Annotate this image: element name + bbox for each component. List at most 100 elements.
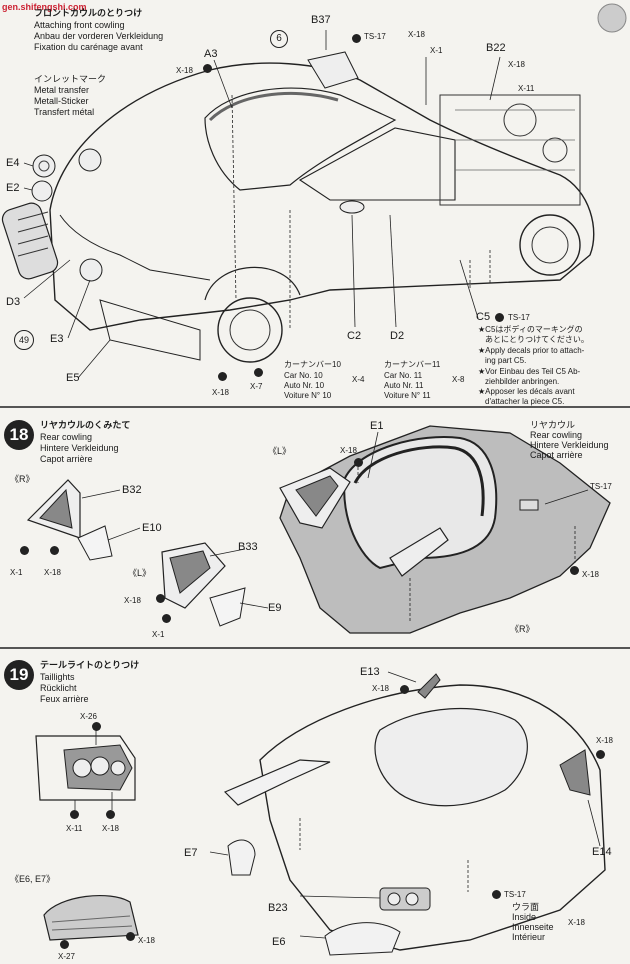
part-x18-d: X-18 xyxy=(138,936,155,945)
part-c2: C2 xyxy=(347,330,362,342)
note-line: ing part C5. xyxy=(485,356,527,365)
screw-icon xyxy=(106,810,115,819)
part-x18-top: X-18 xyxy=(408,30,425,39)
inside-label-de: Innenseite xyxy=(512,922,554,932)
part-x18-right: X-18 xyxy=(508,60,525,69)
step-19-title-fr: Feux arrière xyxy=(40,694,89,704)
car-number-11-qty: X-8 xyxy=(452,375,465,384)
part-x1-b: X-1 xyxy=(152,630,165,639)
step-reference-49: 49 xyxy=(14,330,34,350)
part-x18-b: X-18 xyxy=(372,684,389,693)
part-x18-a: X-18 xyxy=(44,568,61,577)
screw-icon xyxy=(492,890,501,899)
note-line: ziehbilder anbringen. xyxy=(485,377,560,386)
car-number-10-en: Car No. 10 xyxy=(284,371,323,380)
part-x26: X-26 xyxy=(80,712,97,721)
part-e2: E2 xyxy=(6,182,20,194)
part-x7-bottom: X-7 xyxy=(250,382,263,391)
screw-icon xyxy=(70,810,79,819)
screw-icon xyxy=(254,368,263,377)
side-right-label-2: 《R》 xyxy=(510,624,535,634)
step-18-title-en: Rear cowling xyxy=(40,432,93,442)
inlet-mark-jp: インレットマーク xyxy=(34,74,107,84)
front-cowling-drawing xyxy=(1,3,627,379)
part-e9: E9 xyxy=(268,602,282,614)
step-18-title-de: Hintere Verkleidung xyxy=(40,443,119,453)
rear-cowling-callout-en: Rear cowling xyxy=(530,430,583,440)
car-number-10-jp: カーナンバー10 xyxy=(284,360,341,369)
part-x1-a: X-1 xyxy=(10,568,23,577)
car-number-10-de: Auto Nr. 10 xyxy=(284,381,325,390)
part-ts17: TS-17 xyxy=(590,482,612,491)
step-17-title-de: Anbau der vorderen Verkleidung xyxy=(34,31,164,41)
step-19-number: 19 xyxy=(4,660,34,690)
part-b23: B23 xyxy=(268,902,288,914)
rear-cowling-callout-de: Hintere Verkleidung xyxy=(530,440,609,450)
screw-icon xyxy=(218,372,227,381)
part-b37: B37 xyxy=(311,14,331,26)
side-right-label: 《R》 xyxy=(10,474,35,484)
screw-icon xyxy=(596,750,605,759)
step-17-title-fr: Fixation du carénage avant xyxy=(34,42,143,52)
screw-icon xyxy=(92,722,101,731)
part-x11-right: X-11 xyxy=(518,84,535,93)
note-line: あとにとりつけてください。 xyxy=(485,335,589,344)
part-x18-c: X-18 xyxy=(340,446,357,455)
rear-cowling-drawing xyxy=(26,425,611,634)
part-e3: E3 xyxy=(50,333,64,345)
inlet-mark-en: Metal transfer xyxy=(34,85,90,95)
part-b33: B33 xyxy=(238,541,258,553)
screw-icon xyxy=(203,64,212,73)
section-divider xyxy=(0,647,630,649)
screw-icon xyxy=(50,546,59,555)
inside-label-fr: Intérieur xyxy=(512,932,546,942)
step-18-number: 18 xyxy=(4,420,34,450)
screw-icon xyxy=(570,566,579,575)
part-b32: B32 xyxy=(122,484,142,496)
part-x18-inside: X-18 xyxy=(568,918,585,927)
part-e7: E7 xyxy=(184,847,198,859)
note-line: d'attacher la piece C5. xyxy=(485,397,565,406)
car-number-11-fr: Voiture N° 11 xyxy=(384,391,431,400)
part-d3: D3 xyxy=(6,296,21,308)
inlet-mark-fr: Transfert métal xyxy=(34,107,95,117)
part-c5: C5 xyxy=(476,311,491,323)
step-19-panel: 19 テールライトのとりつけ Taillights Rücklicht Feux… xyxy=(0,650,630,964)
side-left-label: 《L》 xyxy=(128,568,152,578)
screw-icon xyxy=(354,458,363,467)
side-left-label-2: 《L》 xyxy=(268,446,292,456)
part-ts17: TS-17 xyxy=(504,890,526,899)
screw-icon xyxy=(156,594,165,603)
note-line: ★C5はボディのマーキングの xyxy=(478,325,583,334)
part-a3: A3 xyxy=(204,48,218,60)
part-e14: E14 xyxy=(592,846,612,858)
part-e13: E13 xyxy=(360,666,380,678)
step-19-title-en: Taillights xyxy=(40,672,75,682)
inside-label-jp: ウラ面 xyxy=(512,902,540,912)
car-number-11-de: Auto Nr. 11 xyxy=(384,381,424,390)
part-e10: E10 xyxy=(142,522,162,534)
car-number-10-fr: Voiture N° 10 xyxy=(284,391,332,400)
rear-cowling-callout-fr: Capot arrière xyxy=(530,450,583,460)
part-b22: B22 xyxy=(486,42,506,54)
car-number-11-en: Car No. 11 xyxy=(384,371,423,380)
screw-icon xyxy=(162,614,171,623)
part-x18-bottom: X-18 xyxy=(212,388,229,397)
step-18-title-fr: Capot arrière xyxy=(40,454,93,464)
part-x18-b: X-18 xyxy=(124,596,141,605)
screw-icon xyxy=(400,685,409,694)
part-x11: X-11 xyxy=(66,824,83,833)
screw-icon xyxy=(126,932,135,941)
part-ts17-c5: TS-17 xyxy=(508,313,530,322)
note-line: ★Vor Einbau des Teil C5 Ab- xyxy=(478,367,581,376)
part-e6: E6 xyxy=(272,936,286,948)
step-19-title-jp: テールライトのとりつけ xyxy=(40,660,140,670)
rear-cowling-callout-jp: リヤカウル xyxy=(530,420,576,430)
screw-icon xyxy=(352,34,361,43)
step-17-panel: gen.shifengshi.com フロントカウルのとりつけ Attachin… xyxy=(0,0,630,406)
step-18-panel: 18 リヤカウルのくみたて Rear cowling Hintere Verkl… xyxy=(0,408,630,646)
inside-label-en: Inside xyxy=(512,912,537,922)
part-d2: D2 xyxy=(390,330,405,342)
watermark: gen.shifengshi.com xyxy=(2,2,87,12)
